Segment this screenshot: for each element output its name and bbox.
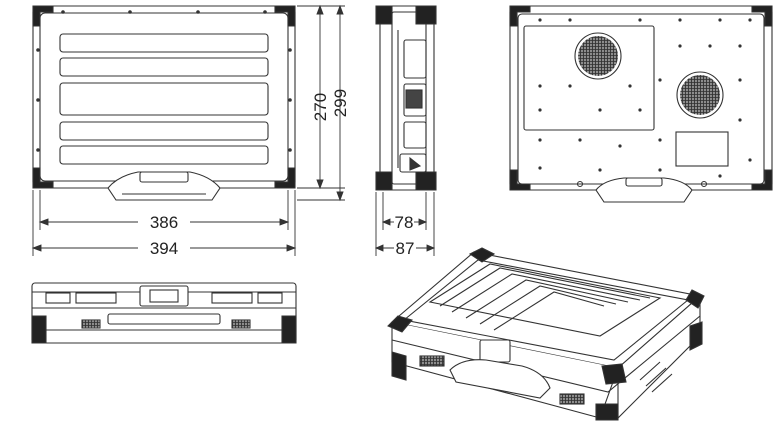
side-port-cover xyxy=(403,121,427,149)
dim-inner-depth: 78 xyxy=(395,213,414,232)
carry-handle xyxy=(595,177,693,203)
front-view xyxy=(31,282,297,344)
corner-bumper xyxy=(274,5,296,27)
lid-rib xyxy=(59,57,269,77)
side-port-cover xyxy=(403,39,427,79)
corner-bumper xyxy=(601,363,627,385)
bottom-view xyxy=(509,5,773,203)
latch xyxy=(479,339,511,363)
corner-bumper xyxy=(509,169,531,191)
access-panel xyxy=(523,25,655,131)
carry-handle xyxy=(107,171,221,201)
corner-bumper xyxy=(509,5,531,27)
lid-rib xyxy=(59,82,269,116)
dim-outer-height: 299 xyxy=(331,89,350,117)
corner-bumper xyxy=(274,167,296,189)
top-view xyxy=(32,5,296,201)
side-port xyxy=(405,89,423,109)
label-plate xyxy=(675,131,729,167)
depth-dimensions xyxy=(374,192,436,256)
dim-inner-width: 386 xyxy=(150,213,178,232)
speaker-grille xyxy=(676,71,724,119)
corner-bumper xyxy=(375,5,393,25)
latch xyxy=(139,285,189,307)
width-dimensions xyxy=(31,190,297,256)
lid-rib xyxy=(59,145,269,165)
side-port-cover xyxy=(403,83,427,117)
corner-bumper xyxy=(751,169,773,191)
corner-bumper xyxy=(689,321,703,351)
corner-bumper xyxy=(387,315,413,333)
corner-bumper xyxy=(595,403,619,421)
corner-bumper xyxy=(468,247,496,263)
corner-bumper xyxy=(281,315,297,344)
lid-rib xyxy=(59,33,269,53)
corner-bumper xyxy=(31,315,47,344)
corner-bumper xyxy=(685,289,705,309)
lid-rib xyxy=(59,121,269,141)
corner-bumper xyxy=(391,351,407,381)
speaker-grille xyxy=(574,32,622,80)
corner-bumper xyxy=(415,5,437,25)
dim-outer-width: 394 xyxy=(150,239,178,258)
carry-handle xyxy=(449,359,551,399)
corner-bumper xyxy=(32,5,54,27)
dim-outer-depth: 87 xyxy=(396,239,415,258)
height-dimensions xyxy=(297,4,345,202)
side-view xyxy=(375,5,437,191)
corner-bumper xyxy=(375,171,393,191)
dim-inner-height: 270 xyxy=(311,93,330,121)
corner-bumper xyxy=(32,167,54,189)
corner-bumper xyxy=(415,171,437,191)
corner-bumper xyxy=(751,5,773,27)
isometric-view xyxy=(387,247,705,421)
